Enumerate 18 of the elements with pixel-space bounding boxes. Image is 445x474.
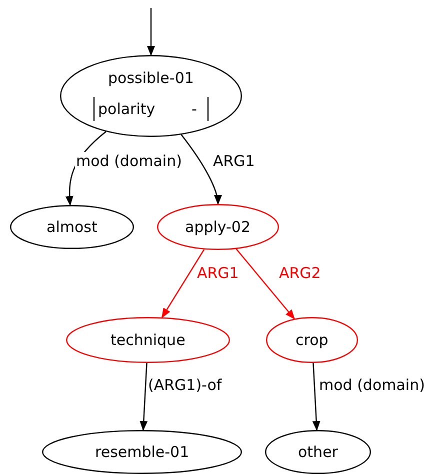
arrow xyxy=(140,362,148,431)
arrow xyxy=(236,248,295,320)
arrow xyxy=(312,362,320,431)
edge-label: mod (domain) xyxy=(318,376,426,394)
edge-label: mod (domain) xyxy=(75,152,183,170)
node-label: apply-02 xyxy=(185,218,251,236)
node-label: crop xyxy=(296,331,328,349)
edge-label: (ARG1)-of xyxy=(147,376,223,394)
node-label: resemble-01 xyxy=(95,443,190,461)
arrow xyxy=(162,249,205,318)
attribute-name: polarity xyxy=(98,100,156,118)
node-label: technique xyxy=(110,331,186,349)
node-label: other xyxy=(298,443,338,461)
attribute-value: - xyxy=(192,100,197,118)
arrow xyxy=(180,134,222,205)
node-label: almost xyxy=(46,218,98,236)
node-label: possible-01 xyxy=(108,69,194,87)
arrow xyxy=(147,8,155,56)
